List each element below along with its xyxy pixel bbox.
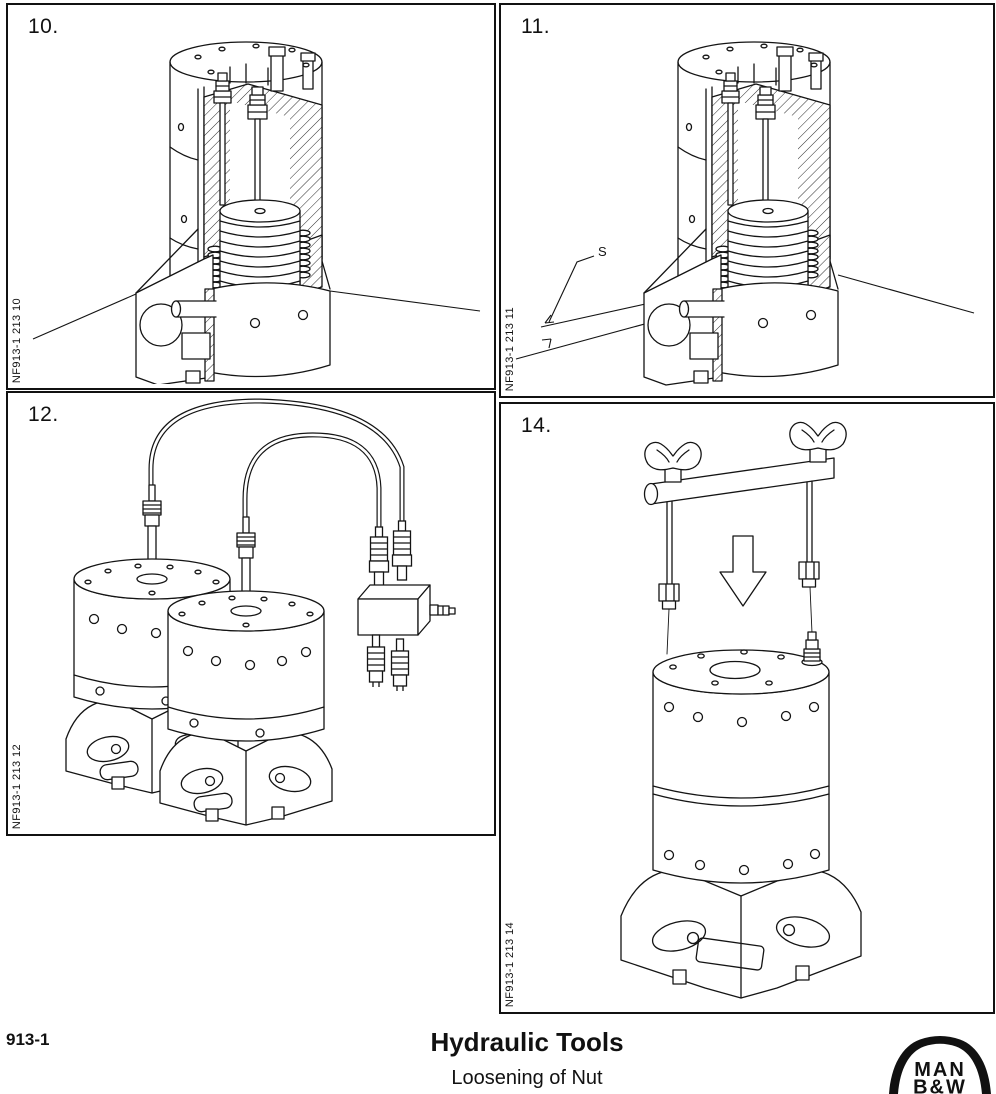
- surface-line-right: [329, 290, 481, 312]
- dimension-label-s: S: [598, 244, 607, 259]
- footer-titles: Hydraulic Tools Loosening of Nut: [430, 1027, 624, 1090]
- figure-panel-12: 12. NF913-1 213 12: [6, 391, 496, 836]
- figure-code-11: NF913-1 213 11: [504, 306, 516, 391]
- figure-code-12: NF913-1 213 12: [11, 743, 23, 829]
- figure-10-drawing: [32, 41, 481, 384]
- tool-base: [620, 869, 862, 999]
- logo-line2: B&W: [913, 1077, 967, 1094]
- top-nipple: [801, 631, 823, 667]
- dimension-leader: [548, 255, 595, 323]
- threaded-rod-left: [658, 500, 680, 610]
- logo-arch: [889, 1036, 991, 1094]
- arrow-down-icon: [719, 535, 767, 607]
- figure-label-14: 14.: [521, 414, 552, 437]
- dimension-arrows: [541, 314, 555, 349]
- figure-code-14: NF913-1 213 14: [504, 921, 516, 1007]
- figure-panel-10: 10. NF913-1 213 10: [6, 3, 496, 390]
- page-title: Hydraulic Tools: [430, 1027, 624, 1057]
- logo-line1: MAN: [914, 1059, 966, 1081]
- figure-panel-11: S 11. NF913-1 213 11: [499, 3, 995, 398]
- page-subtitle: Loosening of Nut: [451, 1066, 603, 1089]
- wing-nut-right: [789, 421, 847, 463]
- figure-panel-14: 14. NF913-1 213 14: [499, 402, 995, 1014]
- man-bw-logo: MAN B&W: [889, 1036, 991, 1094]
- surface-line-left: [32, 293, 137, 340]
- hose-left: [148, 398, 405, 523]
- lifting-bar: [643, 457, 835, 506]
- figure-14-drawing: [620, 421, 862, 999]
- figure-label-11: 11.: [521, 15, 551, 38]
- dimension-line-lower: [515, 318, 664, 360]
- tool-cylinder: [652, 631, 830, 884]
- figure-11-drawing: S: [515, 41, 975, 386]
- chapter-code: 913-1: [6, 1030, 50, 1049]
- figure-code-10: NF913-1 213 10: [11, 297, 23, 383]
- threaded-rod-right: [798, 480, 820, 588]
- distributor-block: [357, 584, 456, 636]
- figure-12-drawing: [65, 398, 456, 826]
- figure-label-10: 10.: [28, 15, 59, 38]
- hose-right: [242, 432, 382, 529]
- figure-label-12: 12.: [28, 403, 59, 426]
- surface-line-right: [837, 274, 975, 314]
- wing-nut-left: [644, 441, 702, 483]
